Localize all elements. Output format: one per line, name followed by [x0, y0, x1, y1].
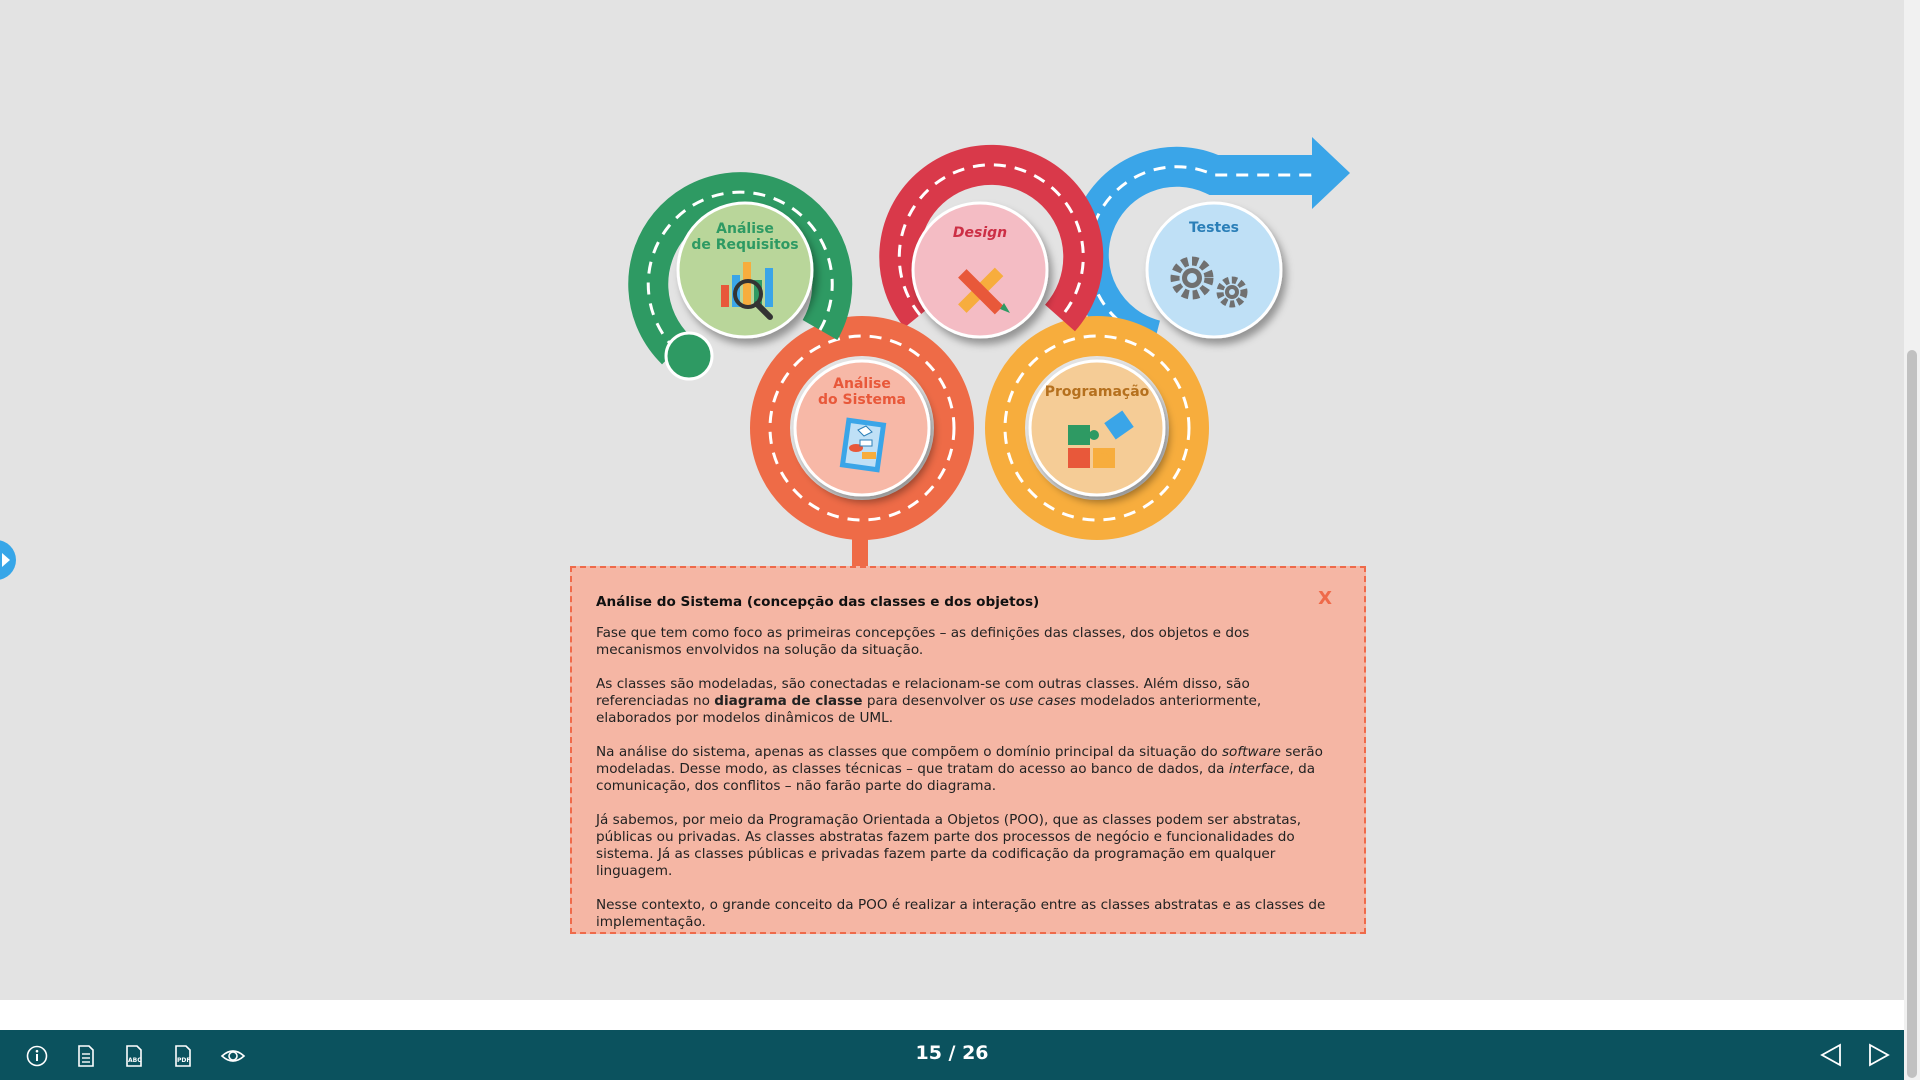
abc-icon[interactable]: ABC — [122, 1044, 146, 1068]
p3-italic-interface: interface — [1228, 761, 1290, 777]
page-counter: 15 / 26 — [915, 1042, 989, 1064]
p3-text-e: , da comunicação, dos conflitos – não fa… — [596, 761, 1316, 794]
close-button[interactable]: X — [1318, 588, 1332, 609]
info-icon[interactable] — [25, 1044, 49, 1068]
road-programacao — [985, 316, 1209, 540]
side-menu-toggle[interactable] — [0, 540, 16, 580]
abc-text: ABC — [128, 1057, 142, 1064]
puzzle-icon — [1068, 410, 1134, 468]
p2-bold-term: diagrama de classe — [714, 693, 863, 709]
p2-italic-term: use cases — [1009, 693, 1076, 709]
circle-programacao[interactable] — [1028, 359, 1166, 497]
p3-italic-software: software — [1221, 744, 1281, 760]
p2-text-e: modelados anteriormente, elaborados por … — [596, 693, 1262, 726]
label-sistema: Análise do Sistema — [818, 376, 906, 408]
pencil-ruler-icon — [958, 267, 1010, 315]
p2-text-a: As classes são modeladas, são conectadas… — [596, 676, 1250, 709]
roadmap-diagram — [628, 137, 1350, 567]
p3-text-a: Na análise do sistema, apenas as classes… — [596, 744, 1222, 760]
panel-paragraph-5: Nesse contexto, o grande conceito da POO… — [596, 897, 1326, 930]
pdf-text: PDF — [177, 1057, 190, 1064]
bottom-toolbar: ABC PDF 15 / 26 — [0, 1030, 1904, 1080]
road-requisitos — [628, 172, 853, 381]
label-design: Design — [952, 225, 1008, 241]
arrow-head — [1312, 137, 1350, 209]
panel-paragraph-3: Na análise do sistema, apenas as classes… — [596, 744, 1338, 795]
eye-icon[interactable] — [220, 1044, 246, 1068]
panel-title: Análise do Sistema (concepção das classe… — [596, 594, 1040, 610]
panel-paragraph-2: As classes são modeladas, são conectadas… — [596, 676, 1338, 727]
info-panel: X Análise do Sistema (concepção das clas… — [570, 566, 1366, 934]
circle-testes[interactable] — [1145, 201, 1283, 339]
panel-paragraph-4: Já sabemos, por meio da Programação Orie… — [596, 812, 1302, 879]
document-icon[interactable] — [74, 1044, 98, 1068]
footer-spacer — [0, 1000, 1904, 1030]
circle-design[interactable] — [911, 201, 1049, 339]
label-programacao: Programação — [1044, 384, 1150, 400]
flowchart-icon — [839, 417, 887, 473]
previous-page-icon[interactable] — [1818, 1042, 1844, 1068]
slide-canvas: Análise de Requisitos Análise do Sistema… — [570, 137, 1366, 934]
chart-magnifier-icon — [721, 262, 773, 320]
label-testes: Testes — [1188, 220, 1240, 236]
road-sistema — [750, 316, 974, 540]
label-requisitos: Análise de Requisitos — [691, 221, 799, 253]
next-page-icon[interactable] — [1866, 1042, 1892, 1068]
p3-text-c: serão modeladas. Desse modo, as classes … — [596, 744, 1323, 777]
pdf-icon[interactable]: PDF — [171, 1044, 195, 1068]
road-design — [879, 144, 1104, 332]
scrollbar-thumb[interactable] — [1907, 350, 1917, 1078]
panel-paragraph-1: Fase que tem como foco as primeiras conc… — [596, 625, 1250, 658]
start-dot — [664, 331, 714, 381]
p2-text-c: para desenvolver os — [862, 693, 1010, 709]
gears-icon — [1170, 256, 1248, 308]
